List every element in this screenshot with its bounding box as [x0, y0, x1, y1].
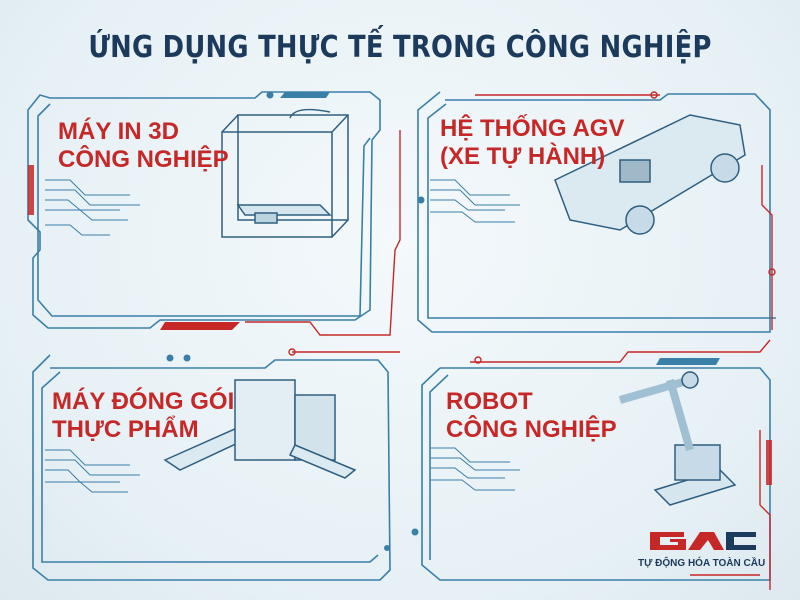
- logo-tagline: TỰ ĐỘNG HÓA TOÀN CẦU: [638, 558, 766, 569]
- packaging-illustration: [163, 379, 357, 479]
- page-title: ỨNG DỤNG THỰC TẾ TRONG CÔNG NGHIỆP: [88, 30, 712, 65]
- agv-illustration: [554, 114, 746, 235]
- panel-label-packaging: MÁY ĐÓNG GÓI THỰC PHẨM: [52, 388, 235, 443]
- panel-label-agv: HỆ THỐNG AGV (XE TỰ HÀNH): [440, 115, 625, 170]
- gac-logo-icon: [650, 532, 756, 550]
- panel-label-3d-printer: MÁY IN 3D CÔNG NGHIỆP: [58, 118, 229, 173]
- robot-illustration: [618, 371, 737, 506]
- 3d-printer-illustration: [221, 108, 349, 238]
- panel-label-robot: ROBOT CÔNG NGHIỆP: [446, 388, 617, 443]
